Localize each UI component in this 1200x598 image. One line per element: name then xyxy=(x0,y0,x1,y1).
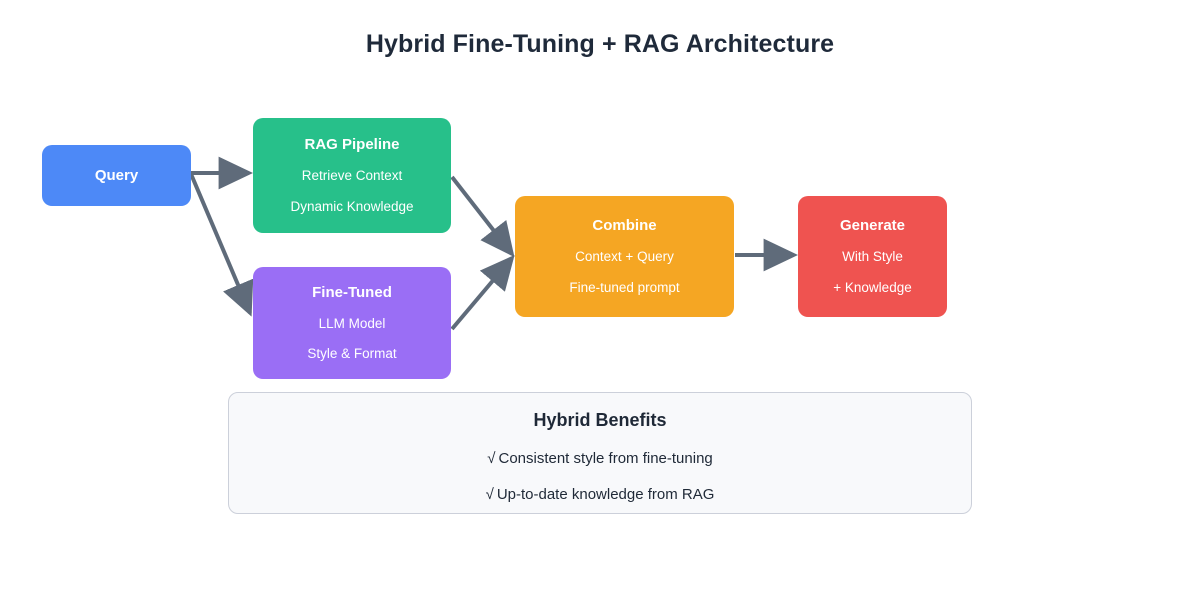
edge-rag-to-combine xyxy=(450,175,515,258)
node-generate-title: Generate xyxy=(839,217,906,235)
benefit-item: √Up-to-date knowledge from RAG xyxy=(486,486,715,504)
node-rag-pipeline-line-1: Retrieve Context xyxy=(301,168,403,184)
node-combine[interactable]: Combine Context + Query Fine-tuned promp… xyxy=(515,196,734,317)
node-rag-pipeline-line-2: Dynamic Knowledge xyxy=(290,198,414,214)
node-fine-tuned-line-2: Style & Format xyxy=(307,346,397,361)
hybrid-benefits-title: Hybrid Benefits xyxy=(533,410,667,430)
edge-finetune-to-combine xyxy=(450,254,515,331)
check-icon: √ xyxy=(487,449,496,467)
check-icon: √ xyxy=(485,485,494,503)
node-query[interactable]: Query xyxy=(42,145,191,206)
node-fine-tuned-line-1: LLM Model xyxy=(318,315,386,331)
node-generate-line-1: With Style xyxy=(842,249,903,265)
node-fine-tuned[interactable]: Fine-Tuned LLM Model Style & Format xyxy=(253,267,451,379)
benefit-item: √Consistent style from fine-tuning xyxy=(487,450,713,468)
node-combine-title: Combine xyxy=(592,217,657,235)
benefit-item-label: Up-to-date knowledge from RAG xyxy=(496,485,715,503)
node-rag-pipeline-title: RAG Pipeline xyxy=(304,136,400,154)
node-rag-pipeline[interactable]: RAG Pipeline Retrieve Context Dynamic Kn… xyxy=(253,118,451,233)
node-combine-line-1: Context + Query xyxy=(575,249,674,265)
hybrid-benefits-panel: Hybrid Benefits √Consistent style from f… xyxy=(228,392,972,514)
node-fine-tuned-title: Fine-Tuned xyxy=(312,283,392,301)
node-combine-line-2: Fine-tuned prompt xyxy=(569,279,680,295)
node-generate-line-2: + Knowledge xyxy=(833,279,912,295)
page-title: Hybrid Fine-Tuning + RAG Architecture xyxy=(365,30,835,58)
node-query-title: Query xyxy=(94,166,139,184)
benefit-item-label: Consistent style from fine-tuning xyxy=(498,449,713,467)
edge-query-to-finetune xyxy=(189,173,254,317)
node-generate[interactable]: Generate With Style + Knowledge xyxy=(798,196,947,317)
